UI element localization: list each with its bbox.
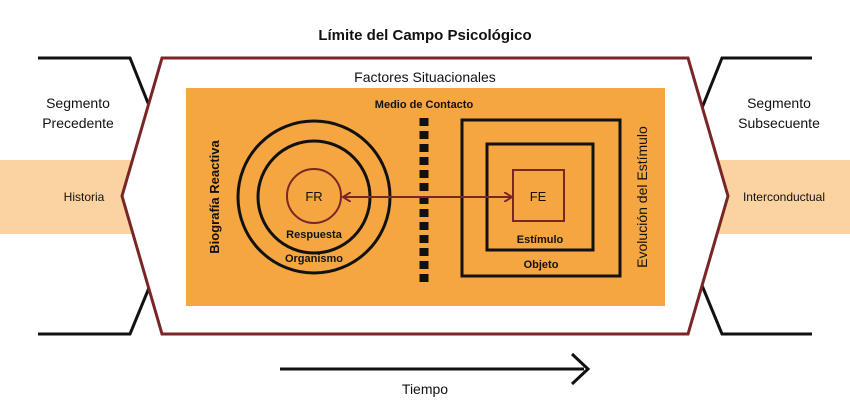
right-segment-line2: Subsecuente (738, 115, 820, 131)
fr-label: FR (305, 189, 322, 204)
situational-factors-label: Factores Situacionales (354, 69, 496, 85)
history-label: Historia (64, 190, 105, 204)
fe-label: FE (530, 189, 547, 204)
stimulus-evolution-label: Evolución del Estímulo (634, 126, 650, 268)
left-segment-line1: Segmento (46, 95, 110, 111)
diagram-title: Límite del Campo Psicológico (318, 27, 531, 44)
right-segment-line1: Segmento (747, 95, 811, 111)
stimulus-label: Estímulo (517, 234, 564, 246)
fr-circle (286, 168, 342, 224)
interbehavioral-label: Interconductual (743, 190, 825, 204)
contact-medium-label: Medio de Contacto (375, 99, 474, 111)
object-label: Objeto (524, 259, 559, 271)
left-segment-line2: Precedente (42, 115, 114, 131)
response-label: Respuesta (286, 229, 343, 241)
time-label: Tiempo (402, 381, 448, 397)
organism-label: Organismo (285, 253, 343, 265)
reactive-biography-label: Biografía Reactiva (207, 140, 222, 254)
time-arrow-head (570, 352, 591, 386)
